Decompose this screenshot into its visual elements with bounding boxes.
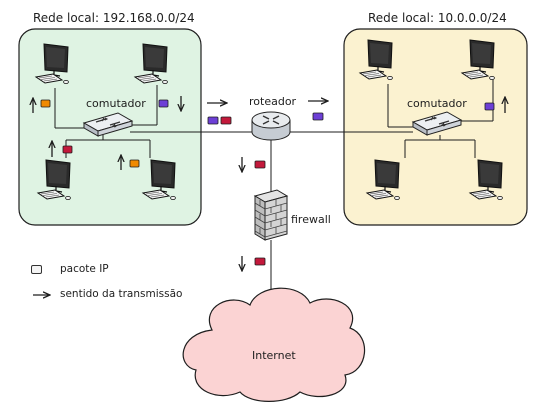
packet (254, 257, 266, 266)
lan-left-title: Rede local: 192.168.0.0/24 (33, 11, 195, 25)
packet (62, 145, 73, 154)
packet (220, 116, 232, 125)
legend-packet-label: pacote IP (60, 263, 109, 275)
switch-left-label: comutador (86, 97, 146, 110)
packet (312, 112, 324, 121)
firewall-label: firewall (291, 213, 331, 226)
packet (254, 160, 266, 169)
packet (158, 99, 169, 108)
router-label: roteador (249, 95, 297, 108)
firewall-icon (253, 189, 289, 241)
direction-arrows (33, 96, 505, 295)
packet (40, 99, 51, 108)
legend-packet-swatch (31, 265, 42, 274)
legend-direction-label: sentido da transmissão (60, 288, 183, 300)
lan-right-title: Rede local: 10.0.0.0/24 (368, 11, 507, 25)
packet (484, 102, 495, 111)
switch-right-label: comutador (407, 97, 467, 110)
ip-packets (40, 99, 495, 266)
internet-label: Internet (252, 349, 296, 362)
internet-cloud (182, 287, 365, 402)
router-icon (251, 111, 291, 141)
packet (207, 116, 219, 125)
packet (129, 159, 140, 168)
